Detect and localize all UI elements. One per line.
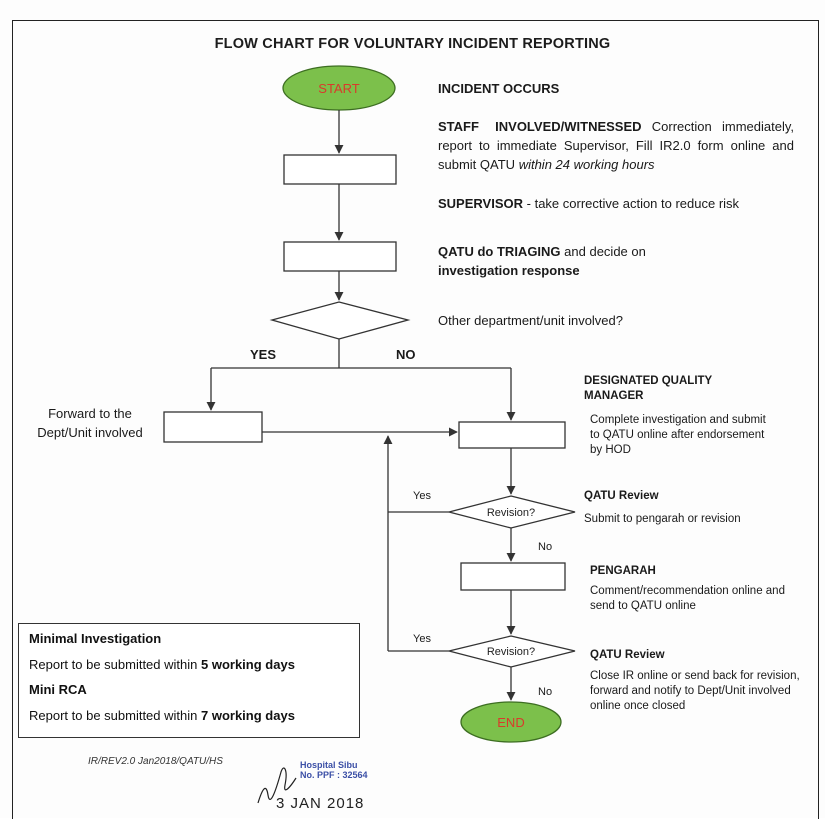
legend-minimal-text: Report to be submitted within 5 working … [29,657,295,672]
page-frame [12,20,819,819]
process-box-pengarah [460,562,566,591]
page-title: FLOW CHART FOR VOLUNTARY INCIDENT REPORT… [214,36,611,52]
legend-mini-rca-days: 7 working days [201,708,295,723]
hospital-stamp: Hospital Sibu No. PPF : 32564 [300,760,368,780]
process-box-triaging [283,241,397,272]
staff-text: Correction immediately, report to immedi… [438,119,794,172]
step-qatu-review-2-text: Close IR online or send back for revisio… [590,670,800,712]
start-label: START [318,81,359,96]
staff-deadline: within 24 working hours [518,157,655,172]
supervisor-heading: SUPERVISOR [438,196,524,211]
supervisor-text: - take corrective action to reduce risk [526,196,740,211]
end-label: END [497,715,524,730]
edge-label-no: NO [396,347,416,362]
process-box-forward [163,411,263,443]
decision-other-department [269,301,411,340]
edge-label-revision2-no: No [538,686,553,698]
qatu-middle: and decide on [564,244,646,259]
legend-minimal-days: 5 working days [201,657,295,672]
step-qatu-triaging: QATU do TRIAGING and decide on investiga… [438,242,738,280]
qatu-triaging: TRIAGING [496,244,561,259]
revision-1-label: Revision? [487,507,535,519]
step-dqm-heading: DESIGNATED QUALITY MANAGER [584,375,712,402]
step-forward: Forward to the Dept/Unit involved [37,406,143,440]
stamp-date: 3 JAN 2018 [276,795,365,812]
step-staff-involved: STAFF INVOLVED/WITNESSED Correction imme… [438,117,794,174]
step-qatu-review-2: QATU Review [590,649,665,661]
step-other-department: Other department/unit involved? [438,313,623,328]
revision-2-label: Revision? [487,646,535,658]
staff-heading: STAFF INVOLVED/WITNESSED [438,119,642,134]
step-qatu-review-1-text: Submit to pengarah or revision [584,513,741,525]
document-reference: IR/REV2.0 Jan2018/QATU/HS [88,756,223,767]
legend-minimal-heading: Minimal Investigation [29,631,162,646]
step-pengarah-heading: PENGARAH [590,565,656,577]
process-box-dqm [458,421,566,449]
legend-minimal-prefix: Report to be submitted within [29,657,198,672]
step-supervisor: SUPERVISOR - take corrective action to r… [438,195,739,212]
legend-mini-rca-heading: Mini RCA [29,682,87,697]
stamp-line-1: Hospital Sibu [300,760,358,770]
legend-mini-rca-text: Report to be submitted within 7 working … [29,708,295,723]
edge-label-revision2-yes: Yes [413,633,431,645]
qatu-investigation: investigation response [438,263,580,278]
signature-scribble [257,767,297,804]
investigation-legend: Minimal Investigation Report to be submi… [18,623,360,738]
process-box-staff [283,154,397,185]
qatu-prefix: QATU do [438,244,494,259]
step-qatu-review-1: QATU Review [584,490,659,502]
stamp-line-2: No. PPF : 32564 [300,770,368,780]
edge-label-yes: YES [250,347,277,362]
end-node [460,701,562,743]
edge-label-revision1-no: No [538,541,553,553]
step-dqm-text: Complete investigation and submit to QAT… [590,414,766,456]
legend-mini-rca-prefix: Report to be submitted within [29,708,198,723]
edge-label-revision1-yes: Yes [413,490,431,502]
step-pengarah-text: Comment/recommendation online and send t… [590,585,785,612]
step-incident-occurs: INCIDENT OCCURS [438,81,560,96]
